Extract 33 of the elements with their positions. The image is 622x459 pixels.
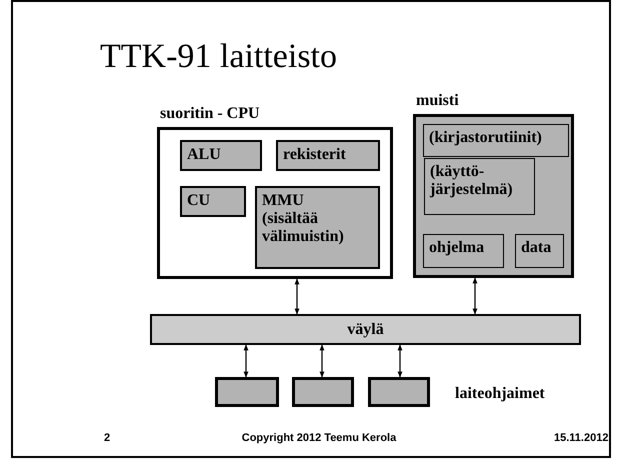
bus-connector [320, 344, 324, 378]
box-label: CU [186, 191, 212, 210]
device-group-label: laiteohjaimet [455, 385, 545, 403]
bus-connector [398, 344, 402, 378]
device-controller-box [368, 377, 430, 407]
group-heading: muisti [416, 92, 459, 110]
box-label: rekisterit [282, 145, 347, 164]
box-label: (kirjastorutiinit) [428, 128, 543, 147]
alu-box [180, 140, 262, 171]
bus-connector [244, 344, 248, 378]
program-box [423, 234, 504, 268]
copyright-note: Copyright 2012 Teemu Kerola [240, 432, 398, 444]
slide-number: 2 [104, 432, 110, 444]
os-box [424, 158, 535, 215]
group-heading: suoritin - CPU [160, 105, 260, 123]
date-label: 15.11.2012 [554, 432, 608, 444]
box-label: (käyttö- järjestelmä) [428, 162, 514, 199]
register-box [276, 140, 380, 171]
device-controller-box [292, 377, 354, 407]
bus-bar [150, 314, 581, 345]
box-label: MMU (sisältää välimuistin) [261, 191, 345, 246]
mmu-box [255, 186, 380, 269]
data-box [515, 234, 564, 268]
slide-title: TTK-91 laitteisto [100, 38, 338, 76]
control-unit-box [180, 186, 246, 217]
box-label: ohjelma [428, 238, 486, 257]
bus-connector [472, 277, 478, 315]
box-label: data [520, 238, 552, 257]
device-controller-box [215, 377, 279, 407]
library-box [423, 124, 569, 157]
bus-connector [294, 278, 300, 315]
box-label: väylä [346, 320, 385, 339]
box-label: ALU [186, 145, 222, 164]
